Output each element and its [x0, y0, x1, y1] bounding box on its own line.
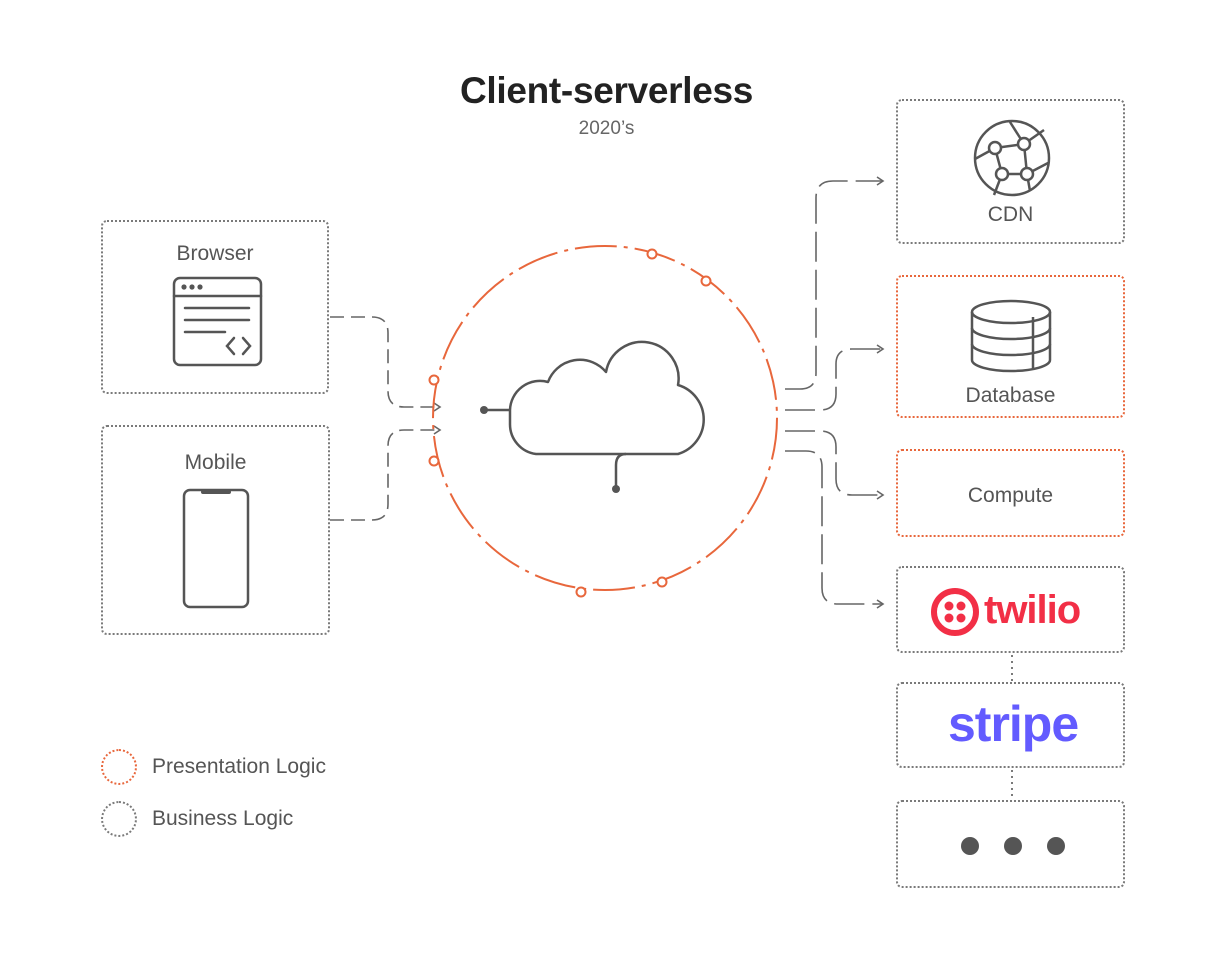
orbit-node — [575, 586, 587, 598]
twilio-logo-mark — [931, 588, 979, 636]
globe-network-icon — [973, 119, 1051, 197]
mobile-box: Mobile — [101, 425, 330, 635]
ellipsis-icon — [961, 837, 1065, 855]
database-connector — [785, 348, 882, 411]
mobile-arrowhead — [433, 425, 442, 435]
cloud-input-node — [480, 406, 488, 414]
presentation-logic-swatch — [101, 749, 137, 785]
database-label: Database — [965, 384, 1056, 407]
compute-arrowhead — [876, 490, 885, 500]
business-logic-swatch — [101, 801, 137, 837]
diagram-title: Client-serverless — [459, 70, 754, 111]
twilio-box: twilio — [896, 566, 1125, 653]
orbit-node — [428, 455, 440, 467]
mobile-connector — [330, 429, 436, 521]
compute-box: Compute — [896, 449, 1125, 537]
database-box: Database — [896, 275, 1125, 418]
stripe-logo: stripe — [948, 696, 1079, 752]
twilio-arrowhead — [876, 599, 885, 609]
database-icon — [970, 299, 1052, 373]
orbit-node — [646, 248, 658, 260]
database-arrowhead — [876, 344, 885, 354]
business-logic-label: Business Logic — [152, 807, 294, 830]
orbit-node — [428, 374, 440, 386]
browser-label: Browser — [176, 242, 254, 265]
diagram-subtitle: 2020’s — [578, 118, 635, 139]
twilio-connector — [785, 450, 882, 605]
browser-window-icon — [172, 276, 263, 367]
cloud-icon — [485, 340, 705, 489]
cdn-box: CDN — [896, 99, 1125, 244]
browser-arrowhead — [433, 402, 442, 412]
browser-connector — [330, 316, 436, 408]
cdn-label: CDN — [987, 203, 1034, 226]
browser-box: Browser — [101, 220, 329, 394]
compute-connector — [785, 430, 882, 496]
mobile-label: Mobile — [184, 451, 247, 474]
mobile-phone-icon — [182, 488, 250, 609]
twilio-logo: twilio — [984, 588, 1081, 632]
orbit-node — [700, 275, 712, 287]
compute-label: Compute — [967, 484, 1054, 507]
cdn-arrowhead — [876, 176, 885, 186]
presentation-orbit — [432, 245, 778, 591]
stripe-box: stripe — [896, 682, 1125, 768]
more-services-box — [896, 800, 1125, 888]
cdn-connector — [785, 180, 882, 390]
orbit-node — [656, 576, 668, 588]
cloud-output-node — [612, 485, 620, 493]
presentation-logic-label: Presentation Logic — [152, 755, 326, 778]
